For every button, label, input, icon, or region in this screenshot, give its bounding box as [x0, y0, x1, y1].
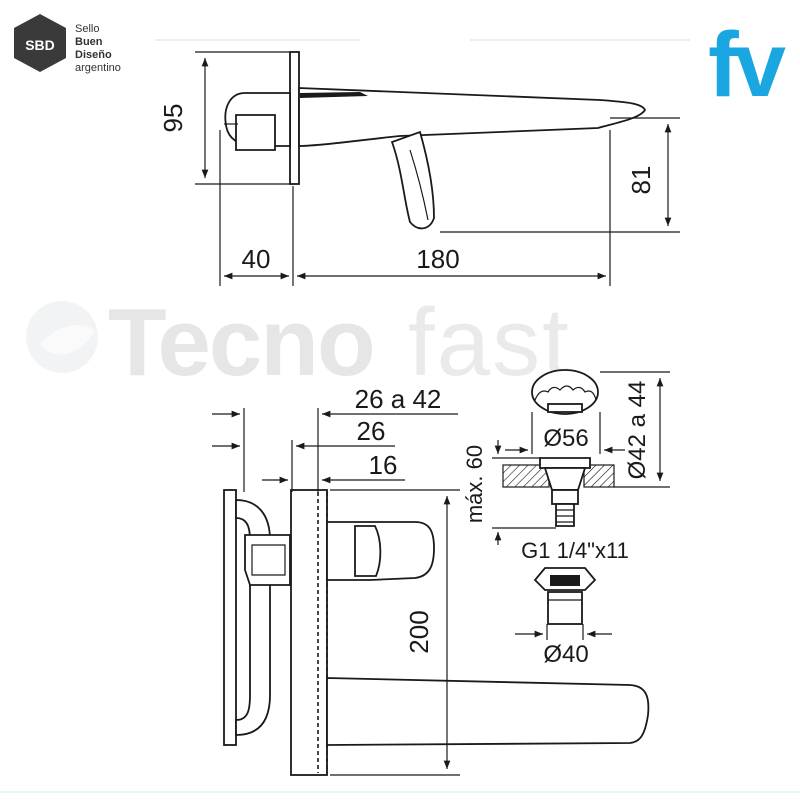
- fv-logo: fv: [708, 14, 790, 116]
- top-view: 95 81 40 180: [158, 51, 680, 286]
- dim-81: 81: [626, 166, 656, 195]
- thread-spec: G1 1/4"x11: [521, 538, 629, 563]
- sbd-line-2: Buen: [75, 36, 103, 48]
- dim-26-a-42: 26 a 42: [355, 384, 442, 414]
- side-wall-plate: [223, 489, 237, 746]
- tecnofast-watermark: Tecno fast: [26, 289, 569, 396]
- dim-180: 180: [416, 244, 459, 274]
- side-view: 26 a 42 26 16 200: [212, 384, 650, 776]
- sbd-badge: SBD Sello Buen Diseño argentino: [14, 14, 121, 74]
- lever: [390, 130, 435, 230]
- dim-o56: Ø56: [543, 425, 588, 452]
- sbd-line-3: Diseño: [75, 49, 112, 61]
- dim-95: 95: [158, 104, 188, 133]
- sbd-line-4: argentino: [75, 62, 121, 74]
- dim-200: 200: [404, 610, 434, 653]
- dim-o40: Ø40: [543, 641, 588, 668]
- spout: [298, 87, 647, 147]
- dim-40: 40: [242, 244, 271, 274]
- dim-o42-a-44: Ø42 a 44: [624, 381, 651, 480]
- watermark-part-1: Tecno: [108, 289, 374, 396]
- parts-detail: Ø56 máx. 60 Ø42 a 44 G1 1/4"x11 Ø4: [462, 369, 670, 668]
- dim-16: 16: [369, 450, 398, 480]
- front-cover-plate: [290, 489, 328, 776]
- wall-plate: [289, 51, 300, 185]
- sbd-hex-text: SBD: [25, 37, 55, 53]
- side-spout: [326, 677, 650, 746]
- fv-logo-text: fv: [708, 14, 786, 116]
- sbd-line-1: Sello: [75, 23, 99, 35]
- dim-26: 26: [357, 416, 386, 446]
- dim-max-60: máx. 60: [462, 445, 487, 523]
- sbd-hexagon-icon: [14, 14, 66, 72]
- knob-cap: [531, 369, 599, 415]
